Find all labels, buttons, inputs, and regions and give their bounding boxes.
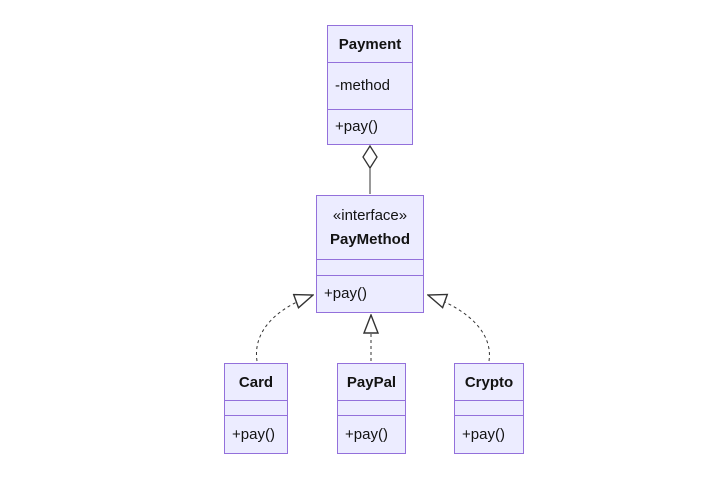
methods-section: +pay() [317, 275, 423, 312]
method: +pay() [345, 425, 388, 443]
edge-crypto-paymethod-realization [428, 295, 490, 362]
class-stereotype: «interface» [332, 207, 408, 224]
edge-card-paymethod-realization [255, 295, 313, 362]
methods-section: +pay() [328, 109, 412, 144]
class-title-paymethod: «interface» PayMethod [317, 196, 423, 259]
class-box-payment: Payment -method +pay() [327, 25, 413, 145]
attributes-section [225, 400, 287, 415]
class-name: PayMethod [329, 231, 410, 248]
attributes-section: -method [328, 62, 412, 109]
class-name: PayPal [346, 373, 397, 391]
attributes-section [317, 259, 423, 275]
class-name: Crypto [464, 373, 514, 391]
class-title-crypto: Crypto [455, 364, 523, 400]
class-box-card: Card +pay() [224, 363, 288, 454]
methods-section: +pay() [455, 415, 523, 453]
class-title-payment: Payment [328, 26, 412, 62]
class-box-paypal: PayPal +pay() [337, 363, 406, 454]
class-name: Payment [338, 35, 402, 53]
class-box-crypto: Crypto +pay() [454, 363, 524, 454]
method: +pay() [462, 425, 505, 443]
methods-section: +pay() [225, 415, 287, 453]
edge-payment-paymethod-aggregation [362, 144, 378, 194]
attribute: -method [335, 77, 391, 94]
class-name: Card [238, 373, 274, 391]
class-title-card: Card [225, 364, 287, 400]
class-title-paypal: PayPal [338, 364, 405, 400]
methods-section: +pay() [338, 415, 405, 453]
method: +pay() [335, 118, 378, 135]
method: +pay() [232, 425, 275, 443]
attributes-section [455, 400, 523, 415]
class-box-paymethod: «interface» PayMethod +pay() [316, 195, 424, 313]
attributes-section [338, 400, 405, 415]
method: +pay() [324, 285, 367, 302]
aggregation-diamond-icon [362, 144, 378, 170]
